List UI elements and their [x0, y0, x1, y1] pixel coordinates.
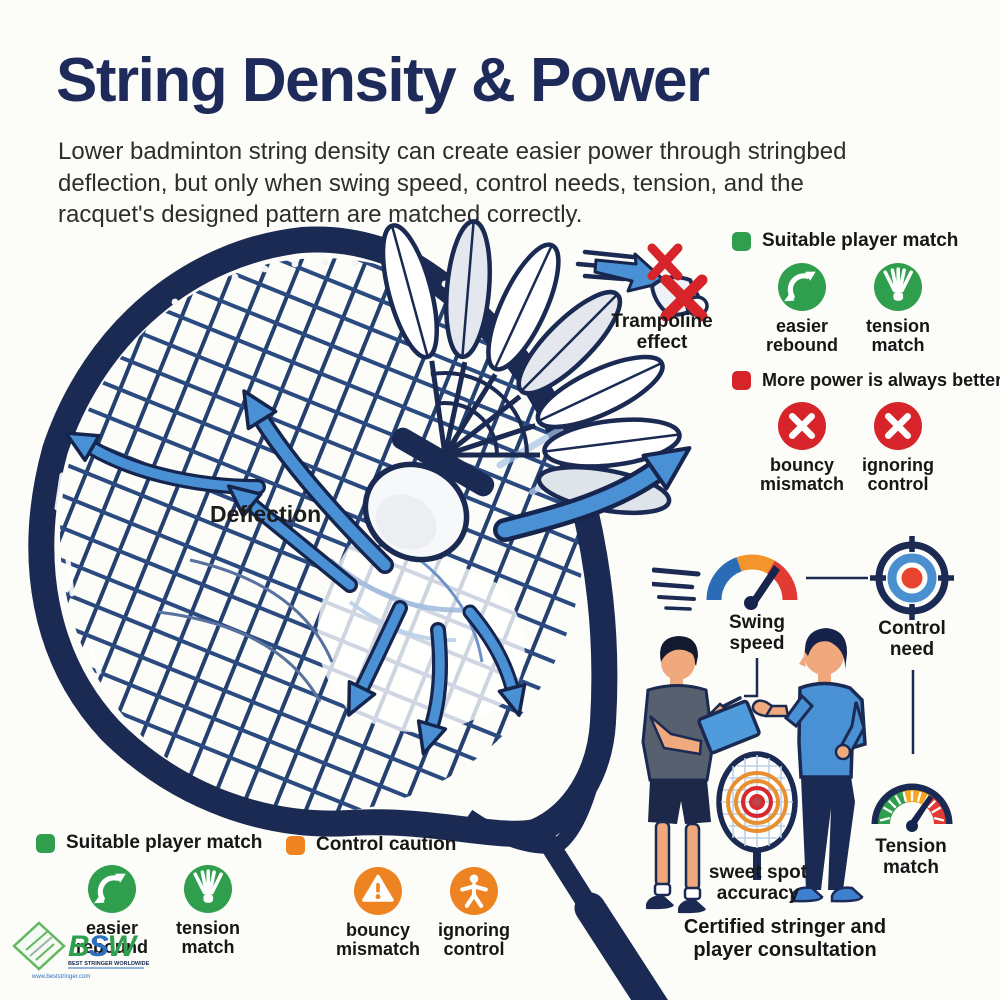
tension-match-gauge-icon [871, 783, 953, 832]
swing-speed-gauge-icon [652, 554, 798, 611]
consultation-caption: Certified stringer and player consultati… [683, 916, 887, 961]
person-icon [450, 867, 498, 915]
swing-speed-label: Swing speed [729, 612, 785, 654]
legend-item-ignoring-control: ignoring control [850, 402, 946, 494]
legend-title: Control caution [316, 834, 457, 855]
connector-lines [744, 576, 915, 754]
tablet [697, 699, 761, 755]
legend-title: More power is always better [762, 370, 1000, 390]
legend-item-easier-rebound: easier rebound [64, 865, 160, 957]
bsw-logo: BSW BEST STRINGER WORLDWIDE www.beststri… [12, 921, 150, 980]
stringer-person [641, 636, 761, 914]
power-arrow-right [493, 446, 692, 542]
shuttle-cork [362, 427, 495, 563]
control-need-label: Control need [878, 618, 946, 660]
warning-triangle-icon [354, 867, 402, 915]
item-label: easier rebound [76, 918, 148, 957]
cross-icon [874, 402, 922, 450]
red-square-bullet [732, 371, 751, 390]
deflection-label: Deflection [210, 501, 322, 527]
green-square-bullet [732, 231, 751, 251]
legend-item-bouncy-mismatch: bouncy mismatch [754, 402, 850, 494]
red-cross-marks [647, 243, 708, 322]
legend-more-power: More power is always better bouncy misma… [732, 370, 1000, 494]
logo-letter: B [68, 930, 89, 963]
logo-diamond-icon [12, 921, 66, 971]
shuttle-lattice [429, 360, 540, 458]
item-label: ignoring control [862, 455, 934, 494]
legend-title: Suitable player match [762, 230, 959, 251]
item-label: bouncy mismatch [335, 920, 421, 959]
legend-item-easier-rebound: easier rebound [754, 263, 850, 355]
shuttlecock-icon [874, 263, 922, 311]
sweet-spot-target-icon [716, 751, 798, 880]
item-label: tension match [175, 918, 240, 957]
rebound-arrow-icon [88, 865, 136, 913]
legend-item-tension-match: tension match [160, 865, 256, 957]
page-subtitle: Lower badminton string density can creat… [58, 138, 847, 229]
trampoline-effect-label: Trampoline effect [611, 311, 713, 353]
deflection-arrows [64, 389, 527, 756]
tension-match-label: Tension match [875, 836, 947, 878]
item-label: bouncy mismatch [759, 455, 845, 494]
item-label: easier rebound [766, 316, 838, 355]
trampoline-effect-icon [575, 243, 709, 322]
legend-control-caution: Control caution bouncy mismatch [286, 834, 536, 959]
shuttlecock [362, 219, 682, 563]
logo-letter: W [108, 930, 139, 963]
item-label: ignoring control [438, 920, 510, 959]
logo-url: www.beststringer.com [31, 974, 90, 980]
rebound-arrow-icon [778, 263, 826, 311]
frame-highlights [54, 472, 102, 675]
legend-suitable-player-match-bottom: Suitable player match easier rebound [36, 832, 286, 957]
control-need-target-icon [870, 536, 954, 620]
item-label: tension match [865, 316, 930, 355]
shuttlecock-icon [184, 865, 232, 913]
orange-square-bullet [286, 835, 305, 855]
legend-item-tension-match: tension match [850, 263, 946, 355]
logo-tagline: BEST STRINGER WORLDWIDE [68, 961, 150, 967]
sweet-spot-label: sweet spot accuracy [708, 862, 808, 904]
legend-title: Suitable player match [66, 832, 263, 853]
legend-item-bouncy-mismatch: bouncy mismatch [330, 867, 426, 959]
logo-letter: S [89, 930, 109, 963]
legend-item-ignoring-control: ignoring control [426, 867, 522, 959]
page-title: String Density & Power [56, 46, 710, 115]
legend-suitable-player-match-top: Suitable player match easier rebound [732, 230, 1000, 355]
cross-icon [778, 402, 826, 450]
svg-text:BSW: BSW [68, 930, 139, 963]
player-person [751, 628, 867, 903]
racquet-shaft [463, 743, 668, 1000]
green-square-bullet [36, 833, 55, 853]
